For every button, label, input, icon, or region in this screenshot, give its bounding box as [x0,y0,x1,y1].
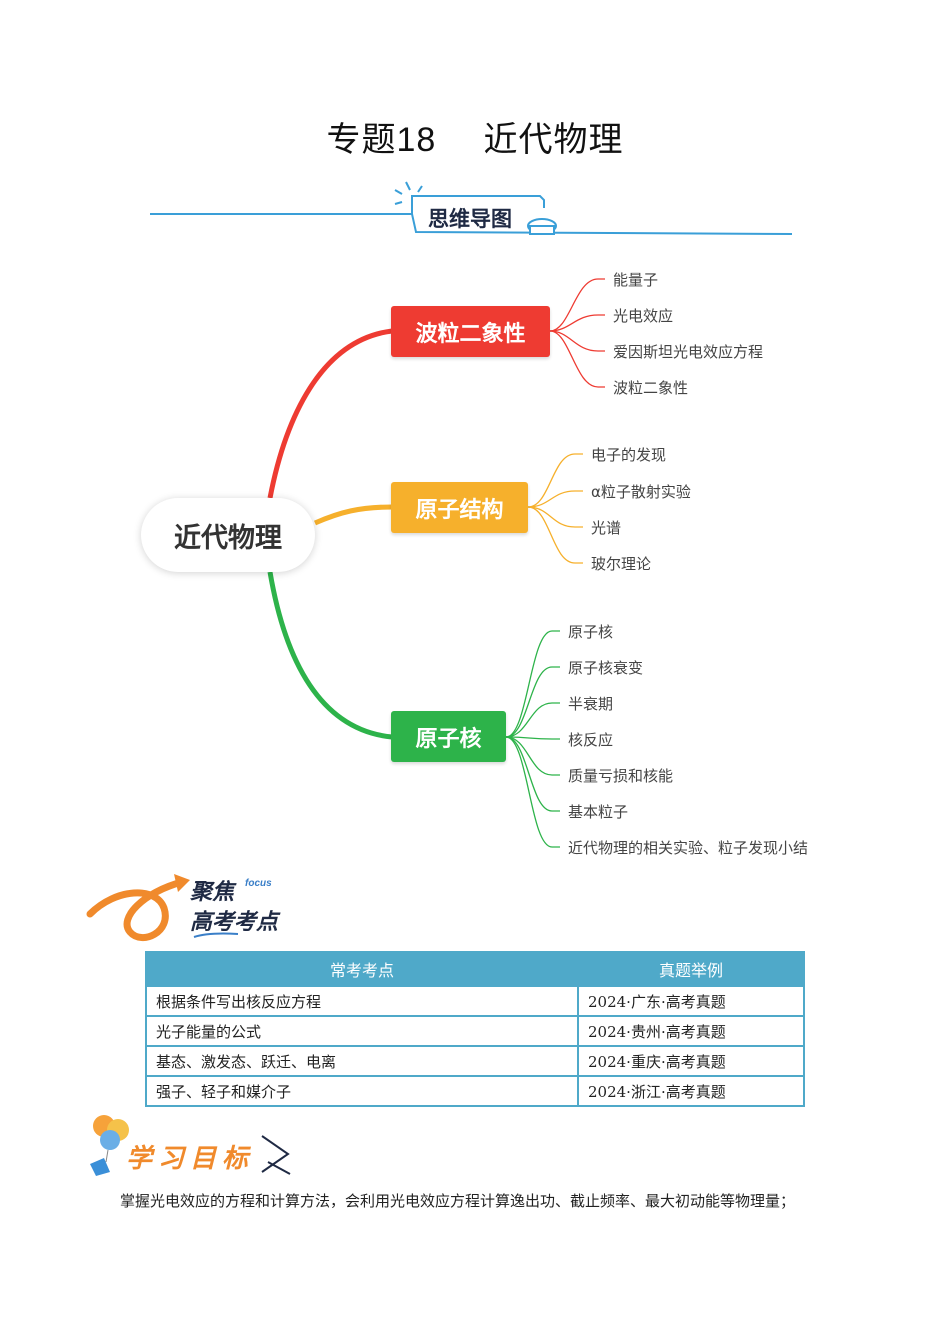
cell-point: 基态、激发态、跃迁、电离 [145,1045,579,1077]
cap-icon [527,218,557,235]
leaf-3-3: 半衰期 [568,695,614,713]
branch-3-leaf-lines [505,630,560,848]
cell-point: 强子、轻子和媒介子 [145,1075,579,1107]
branch-atomic-structure: 原子结构 [391,482,528,533]
branch-1-leaf-lines [549,278,605,388]
mindmap-connectors [267,278,605,848]
swirl-arrow-icon [86,874,190,941]
leaf-1-3: 爱因斯坦光电效应方程 [613,343,764,361]
cell-example: 2024·浙江·高考真题 [577,1075,805,1107]
leaf-1-1: 能量子 [613,271,659,289]
branch-wave-particle: 波粒二象性 [391,306,550,357]
connector-branch-1 [267,328,393,499]
leaf-2-4: 玻尔理论 [591,555,652,573]
branch-nucleus: 原子核 [391,711,506,762]
mindmap-banner-decor [150,181,793,235]
leaf-3-7: 近代物理的相关实验、粒子发现小结 [568,839,809,857]
exam-points-table: 常考考点 真题举例 根据条件写出核反应方程 2024·广东·高考真题 光子能量的… [145,951,805,1107]
table-row: 根据条件写出核反应方程 2024·广东·高考真题 [145,985,805,1017]
title-topic: 近代物理 [483,120,624,160]
title-number: 18 [396,121,437,159]
header-example: 真题举例 [577,951,805,987]
mindmap-root: 近代物理 [141,498,315,572]
cell-example: 2024·重庆·高考真题 [577,1045,805,1077]
header-exam-point: 常考考点 [145,951,579,987]
leaf-1-4: 波粒二象性 [613,379,689,397]
leaf-2-2: α粒子散射实验 [591,483,691,501]
table-row: 基态、激发态、跃迁、电离 2024·重庆·高考真题 [145,1045,805,1077]
goals-banner-label: 学习目标 [126,1144,255,1174]
page-title: 专题18 近代物理 [0,112,950,161]
leaf-2-3: 光谱 [591,519,622,537]
connector-branch-2 [313,504,393,526]
branch-2-leaf-lines [527,453,583,564]
leaf-3-4: 核反应 [568,731,614,749]
leaf-3-1: 原子核 [568,623,614,641]
leaf-3-5: 质量亏损和核能 [568,767,674,785]
focus-line2: 高考考点 [190,910,279,935]
leaf-3-2: 原子核衰变 [568,659,644,677]
leaf-1-2: 光电效应 [613,307,674,325]
focus-underline-decor [193,932,239,938]
table-row: 光子能量的公式 2024·贵州·高考真题 [145,1015,805,1047]
chevron-decor-icon [261,1135,291,1175]
focus-tag: focus [245,878,272,889]
leaf-3-6: 基本粒子 [568,803,629,821]
cell-point: 光子能量的公式 [145,1015,579,1047]
leaf-2-1: 电子的发现 [591,446,667,464]
cell-example: 2024·广东·高考真题 [577,985,805,1017]
cell-point: 根据条件写出核反应方程 [145,985,579,1017]
sparkle-icon [394,181,423,205]
title-prefix: 专题 [326,120,397,160]
table-row: 强子、轻子和媒介子 2024·浙江·高考真题 [145,1075,805,1107]
balloon-icon [90,1115,129,1176]
focus-line1: 聚焦 [190,880,235,905]
cell-example: 2024·贵州·高考真题 [577,1015,805,1047]
mindmap-banner-label: 思维导图 [428,207,512,231]
connector-branch-3 [267,571,393,740]
table-header-row: 常考考点 真题举例 [145,951,805,987]
goal-line-1: 掌握光电效应的方程和计算方法，会利用光电效应方程计算逸出功、截止频率、最大初动能… [120,1192,796,1210]
